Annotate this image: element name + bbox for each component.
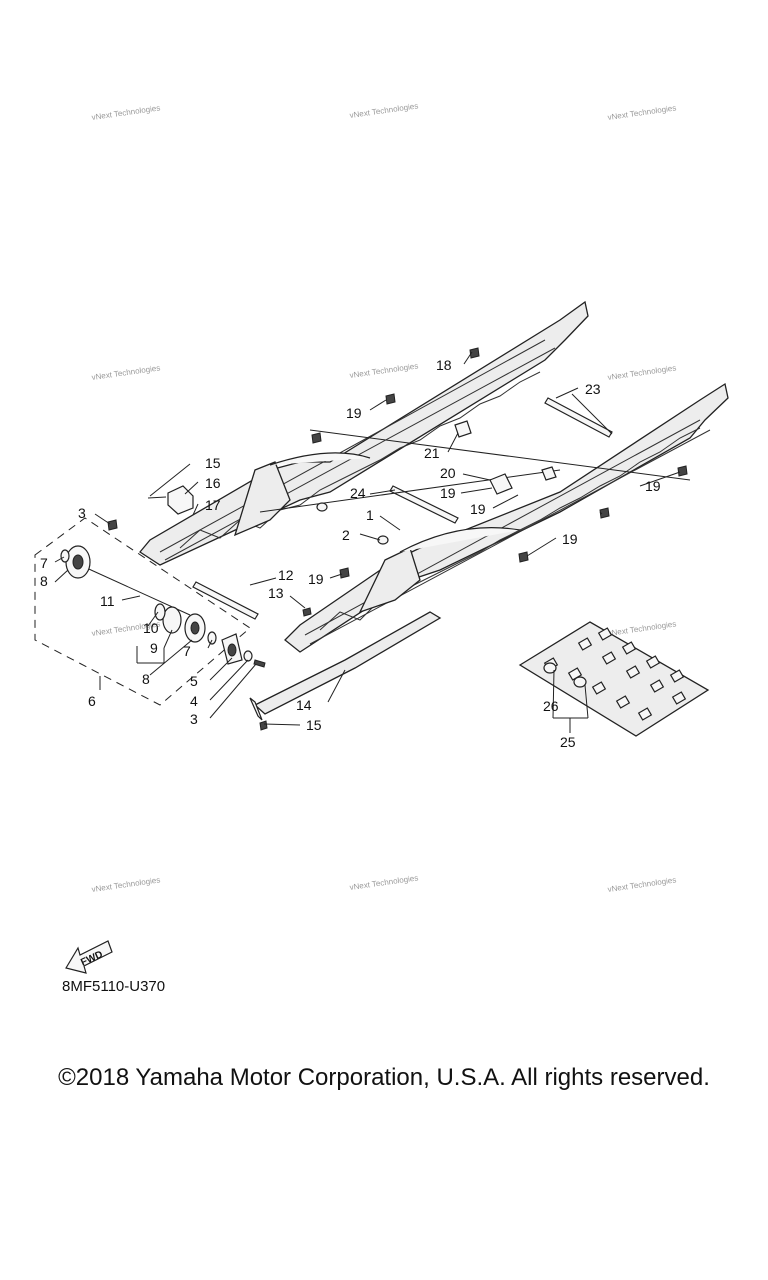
callout-8: 8 — [40, 573, 48, 589]
front-shaft-assembly — [34, 517, 266, 706]
watermark-text: vNext Technologies — [607, 363, 677, 382]
watermark-text: vNext Technologies — [607, 619, 677, 638]
watermark: vNext Technologies — [91, 875, 161, 894]
watermark-text: vNext Technologies — [607, 875, 677, 894]
callout-2: 2 — [342, 527, 350, 543]
callout-24: 23 — [585, 381, 601, 397]
watermark-text: vNext Technologies — [91, 103, 161, 122]
cross-shafts — [192, 397, 691, 620]
callout-19: 19 — [645, 478, 661, 494]
watermark-text: vNext Technologies — [91, 363, 161, 382]
callout-1: 1 — [366, 507, 374, 523]
watermark-text: vNext Technologies — [91, 875, 161, 894]
watermark-text: vNext Technologies — [349, 873, 419, 892]
watermark-text: vNext Technologies — [607, 103, 677, 122]
callout-20: 19 — [470, 501, 486, 517]
callout-21: 19 — [440, 485, 456, 501]
callout-7: 7 — [40, 555, 48, 571]
watermark: vNext Technologies — [607, 619, 677, 638]
watermark: vNext Technologies — [607, 875, 677, 894]
watermark-text: vNext Technologies — [349, 361, 419, 380]
diagram-code: 8MF5110-U370 — [62, 978, 166, 995]
callout-5: 5 — [190, 673, 198, 689]
callout-9: 9 — [150, 640, 158, 656]
callout-19: 19 — [346, 405, 362, 421]
track-section — [518, 621, 710, 737]
callout-16: 15 — [205, 455, 221, 471]
watermark: vNext Technologies — [91, 363, 161, 382]
callouts: 18 23 19 21 15 20 16 19 19 24 17 19 3 1 … — [40, 357, 661, 750]
callout-12: 12 — [278, 567, 294, 583]
copyright-notice: ©2018 Yamaha Motor Corporation, U.S.A. A… — [58, 1064, 710, 1091]
leader-lines — [54, 351, 681, 733]
callout-8: 8 — [142, 671, 150, 687]
track-lugs — [543, 627, 687, 721]
callout-13: 13 — [268, 585, 284, 601]
callout-24: 24 — [350, 485, 366, 501]
watermark: vNext Technologies — [349, 873, 419, 892]
callout-26: 26 — [543, 698, 559, 714]
callout-17: 16 — [205, 475, 221, 491]
right-rail — [284, 382, 729, 653]
callout-19: 18 — [436, 357, 452, 373]
callout-14: 14 — [296, 697, 312, 713]
fwd-arrow: FWD — [65, 940, 113, 974]
callout-11: 11 — [100, 593, 115, 609]
slide-rail — [249, 611, 442, 721]
watermark: vNext Technologies — [607, 103, 677, 122]
callout-19: 19 — [562, 531, 578, 547]
callout-18: 17 — [205, 497, 221, 513]
callout-23: 21 — [424, 445, 440, 461]
callout-10: 10 — [143, 620, 159, 636]
callout-22: 20 — [440, 465, 456, 481]
callout-25: 25 — [560, 734, 576, 750]
fwd-label: FWD — [79, 949, 104, 968]
callout-19: 19 — [308, 571, 324, 587]
callout-4: 4 — [190, 693, 198, 709]
left-rail — [139, 300, 589, 566]
callout-6: 6 — [88, 693, 96, 709]
callout-15: 15 — [306, 717, 322, 733]
watermark: vNext Technologies — [349, 361, 419, 380]
watermark: vNext Technologies — [607, 363, 677, 382]
callout-7: 7 — [183, 643, 191, 659]
callout-3: 3 — [190, 711, 198, 727]
watermark: vNext Technologies — [91, 103, 161, 122]
watermark: vNext Technologies — [349, 101, 419, 120]
callout-3: 3 — [78, 505, 86, 521]
watermark-text: vNext Technologies — [349, 101, 419, 120]
